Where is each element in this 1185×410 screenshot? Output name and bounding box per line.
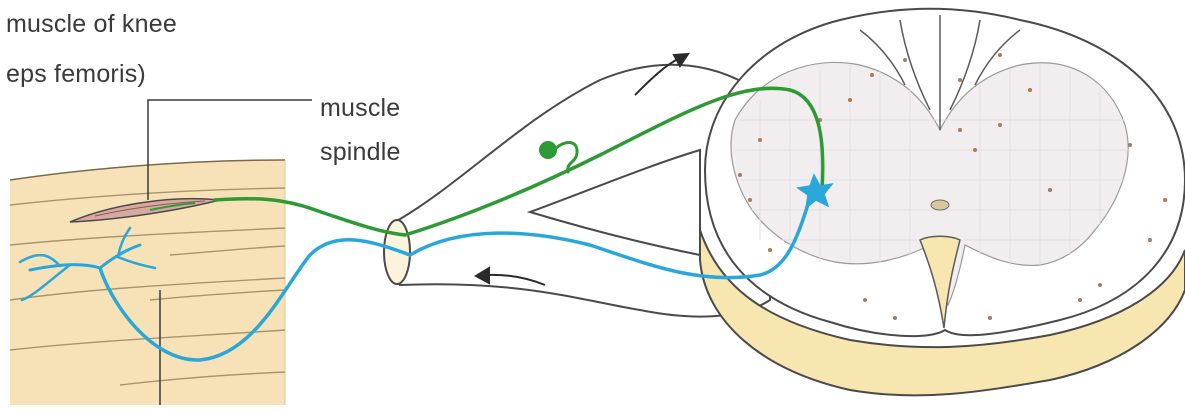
sensory-cell-body bbox=[539, 141, 557, 159]
spindle-label-line2: spindle bbox=[320, 140, 401, 165]
spindle-label-line1: muscle bbox=[320, 96, 400, 121]
spinal-cord bbox=[700, 9, 1185, 396]
muscle-title-label: muscle of knee bbox=[6, 12, 177, 37]
muscle-subtitle-label: eps femoris) bbox=[6, 62, 146, 87]
